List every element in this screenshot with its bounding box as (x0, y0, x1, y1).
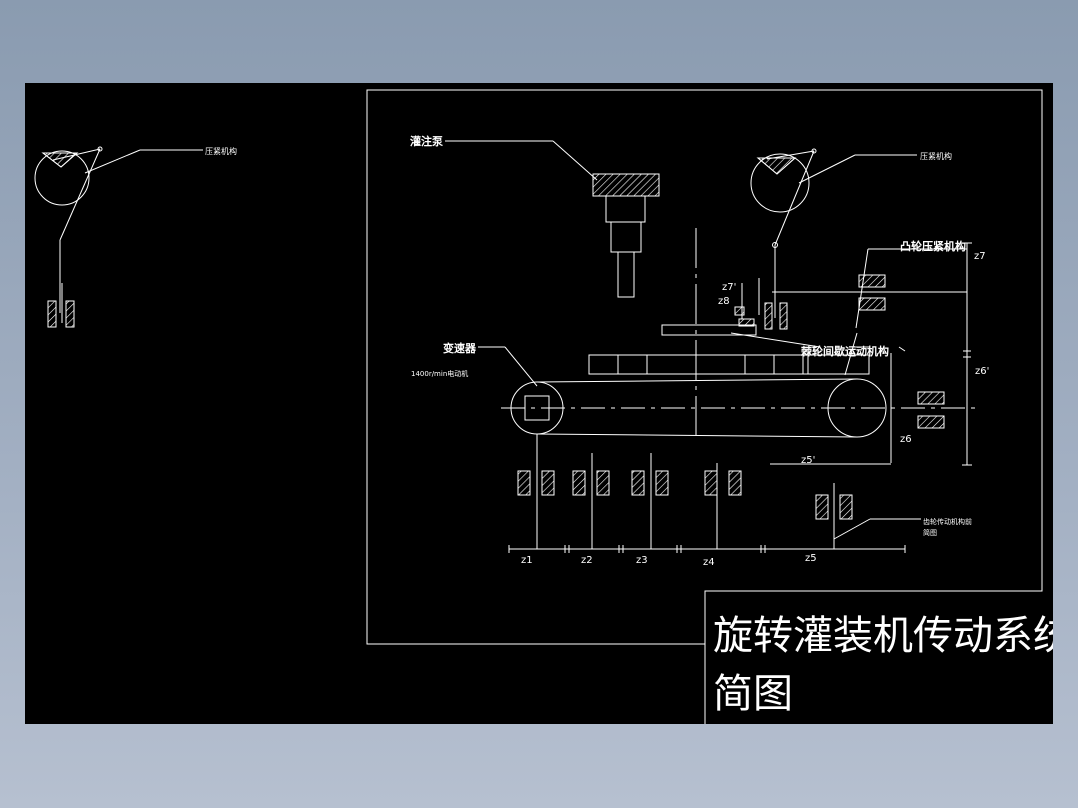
small-gears-z7-z8 (661, 283, 821, 348)
label-z2: z2 (581, 555, 593, 566)
pump-label: 灌注泵 (410, 134, 443, 148)
label-z5p: z5' (801, 455, 815, 466)
label-z6p: z6' (975, 366, 989, 377)
label-z7: z7 (974, 251, 986, 262)
right-cam-mechanism (750, 148, 917, 330)
cam-press-mechanism (772, 248, 967, 329)
left-cam-label: 压紧机构 (205, 146, 237, 156)
label-z5: z5 (805, 553, 817, 564)
filling-pump (445, 140, 660, 298)
label-z7p: z7' (722, 282, 736, 293)
cad-drawing-canvas[interactable]: 压紧机构 灌注泵 压紧机构 凸轮压紧机构 棘轮间歇运动机构 变速器 1400r/… (25, 83, 1053, 724)
title-line1: 旋转灌装机传动系统 (713, 613, 1053, 659)
label-z1: z1 (521, 555, 533, 566)
title-line2: 简图 (713, 671, 793, 717)
label-z4: z4 (703, 557, 715, 568)
gears-z6 (770, 346, 945, 465)
turntable (588, 354, 870, 375)
right-cam-label: 压紧机构 (920, 151, 952, 161)
gear-train (517, 434, 921, 549)
label-z6: z6 (900, 434, 912, 445)
drawing-svg: 压紧机构 灌注泵 压紧机构 凸轮压紧机构 棘轮间歇运动机构 变速器 1400r/… (34, 89, 1053, 724)
dimension-vertical (962, 242, 972, 466)
ratchet-label: 棘轮间歇运动机构 (801, 344, 889, 358)
reducer-label: 变速器 (443, 341, 477, 355)
bottom-dimension (508, 545, 906, 553)
left-cam-mechanism (34, 146, 203, 328)
gear-note-line2: 简图 (923, 528, 937, 537)
cam-press-label: 凸轮压紧机构 (900, 239, 966, 253)
gear-note-line1: 齿轮传动机构前 (923, 517, 972, 526)
motor-label: 1400r/min电动机 (411, 369, 468, 378)
label-z3: z3 (636, 555, 648, 566)
label-z8: z8 (718, 296, 730, 307)
belt-drive (478, 346, 975, 438)
